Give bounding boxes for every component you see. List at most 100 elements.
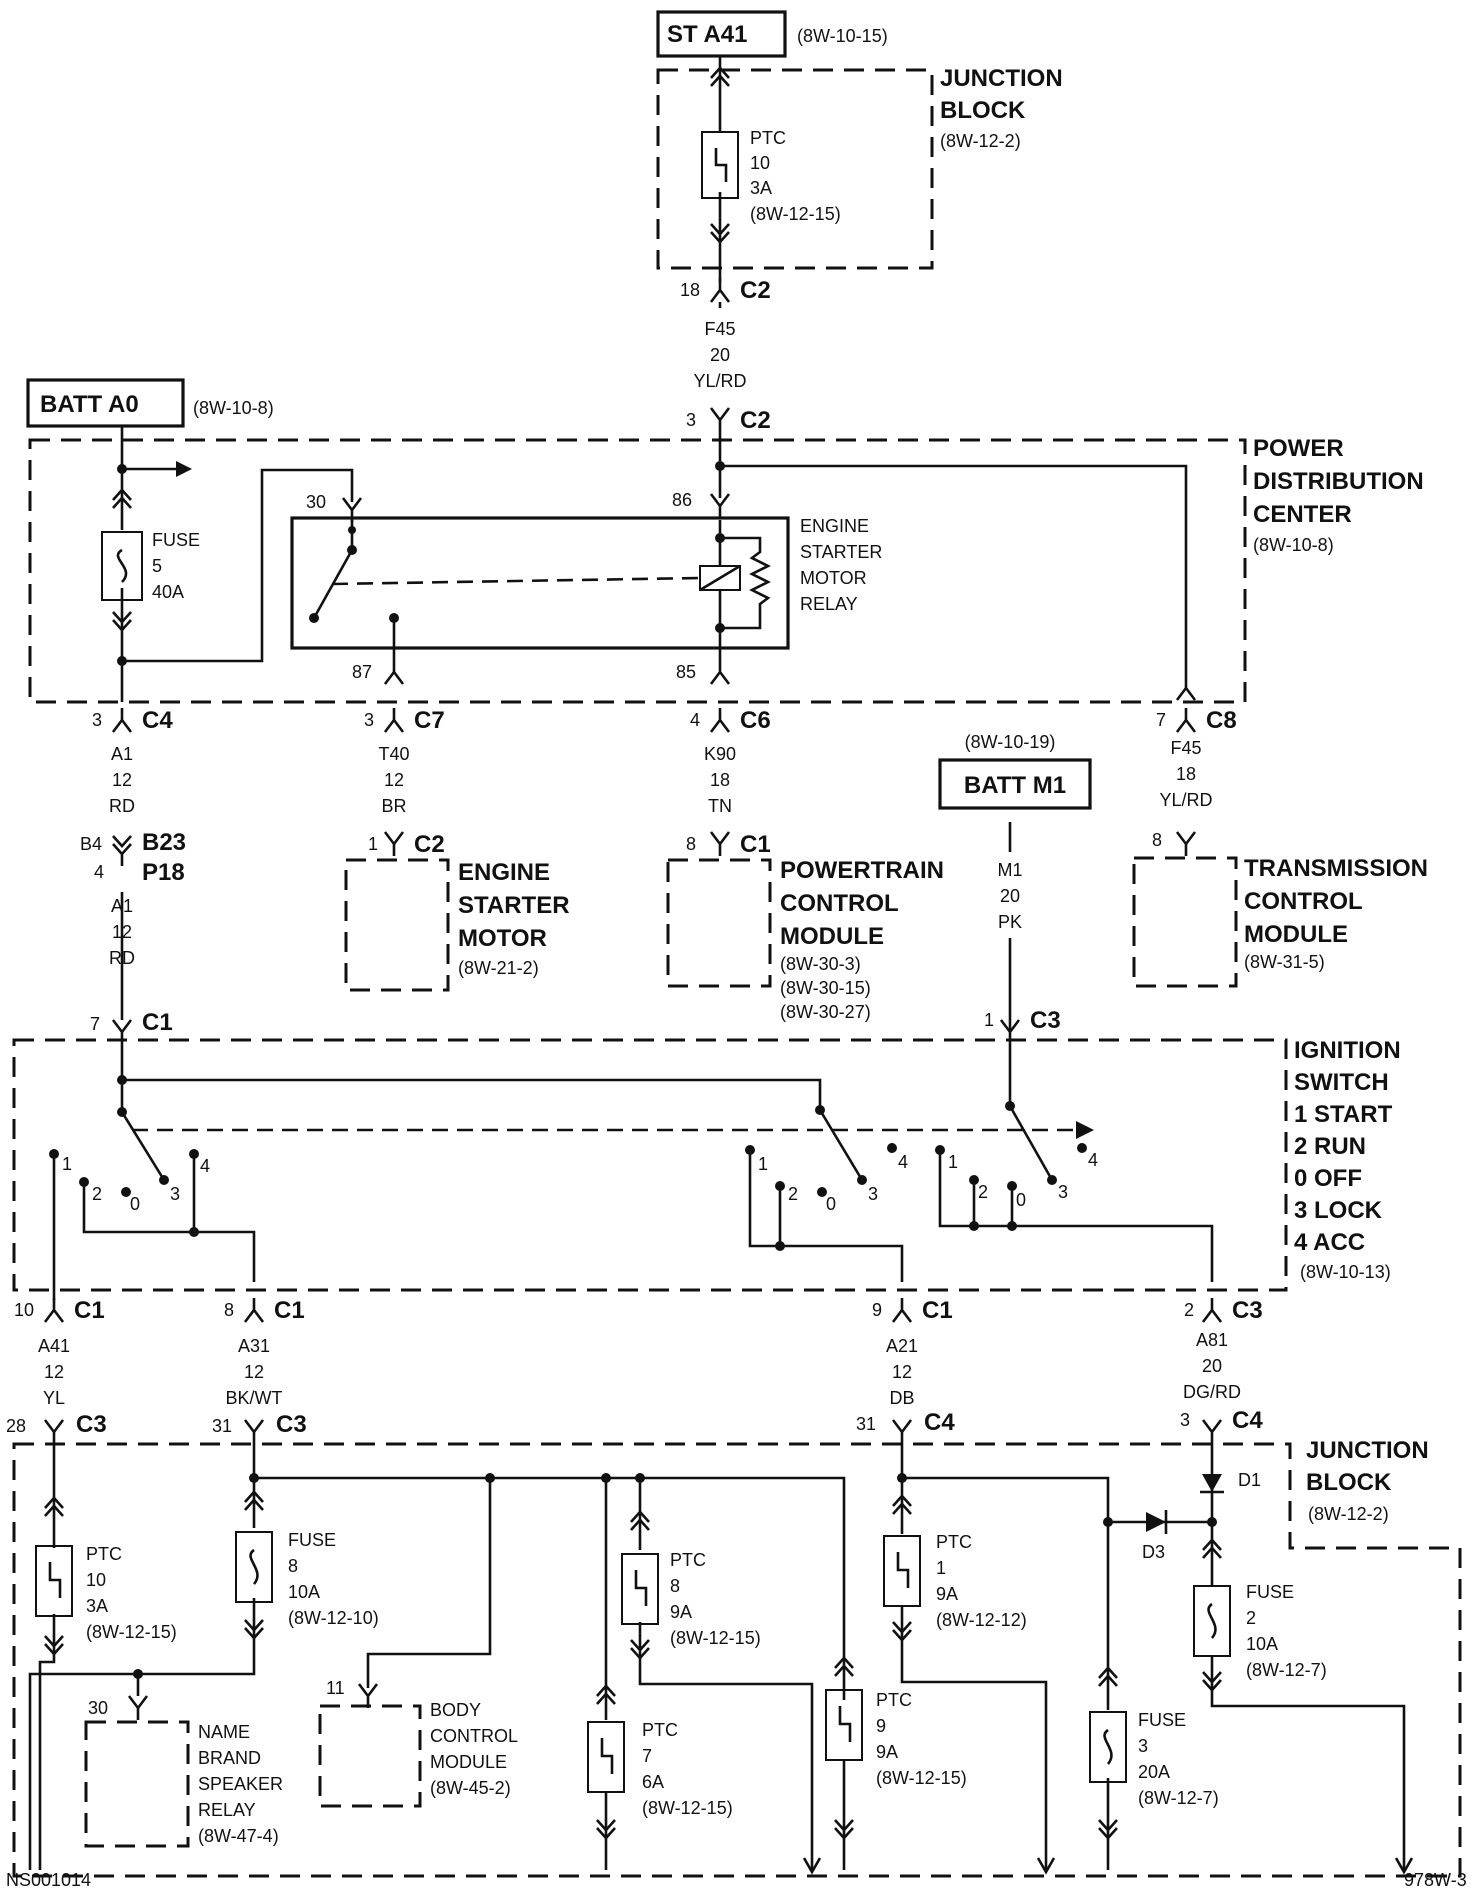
svg-text:1: 1 — [62, 1154, 72, 1174]
connector-fork-icon — [43, 1296, 65, 1324]
svg-text:(8W-10-8): (8W-10-8) — [1253, 535, 1334, 555]
svg-text:12: 12 — [384, 770, 404, 790]
svg-text:C4: C4 — [1232, 1407, 1263, 1434]
svg-text:1: 1 — [948, 1152, 958, 1172]
svg-text:C7: C7 — [414, 707, 445, 734]
svg-text:8: 8 — [686, 834, 696, 854]
diode-d3-icon — [1146, 1512, 1166, 1532]
batt-a0-box — [26, 378, 185, 428]
svg-text:(8W-12-15): (8W-12-15) — [642, 1798, 733, 1818]
svg-text:3: 3 — [364, 710, 374, 730]
svg-text:C6: C6 — [740, 707, 771, 734]
svg-text:2: 2 — [788, 1184, 798, 1204]
svg-text:85: 85 — [676, 662, 696, 682]
svg-text:8: 8 — [1152, 830, 1162, 850]
connector-fork-icon — [709, 276, 731, 304]
svg-text:(8W-30-15): (8W-30-15) — [780, 978, 871, 998]
svg-text:FUSE: FUSE — [152, 530, 200, 550]
svg-text:12: 12 — [112, 770, 132, 790]
connector-fork-icon — [243, 1418, 265, 1446]
svg-text:BRAND: BRAND — [198, 1748, 261, 1768]
svg-text:10: 10 — [86, 1570, 106, 1590]
connector-fork-icon — [383, 706, 405, 734]
connector-c3-28: 28 C3 — [6, 1411, 107, 1446]
body-control-module — [318, 1704, 422, 1808]
svg-text:RELAY: RELAY — [198, 1800, 256, 1820]
svg-text:3A: 3A — [750, 178, 772, 198]
batt-m1-source: (8W-10-19) BATT M1 — [938, 732, 1092, 810]
connector-fork-icon — [709, 658, 731, 686]
ptc-7-icon — [587, 1721, 625, 1793]
wire-m1: M1 20 PK — [997, 860, 1022, 932]
diagram-id-right: 978W-3 — [1404, 1870, 1467, 1890]
svg-text:B4: B4 — [80, 834, 102, 854]
svg-text:(8W-12-15): (8W-12-15) — [670, 1628, 761, 1648]
svg-text:STARTER: STARTER — [800, 542, 882, 562]
ignition-switch: IGNITION SWITCH 1 START 2 RUN 0 OFF 3 LO… — [12, 1037, 1401, 1300]
svg-text:(8W-12-12): (8W-12-12) — [936, 1610, 1027, 1630]
svg-text:10A: 10A — [1246, 1634, 1278, 1654]
svg-text:11: 11 — [326, 1678, 345, 1698]
wire-k90: K90 18 TN — [704, 744, 736, 816]
connector-fork-icon — [1175, 674, 1197, 702]
svg-text:PK: PK — [998, 912, 1022, 932]
arrow-down-icon — [802, 1857, 822, 1875]
svg-text:TRANSMISSION: TRANSMISSION — [1244, 855, 1428, 882]
svg-text:SPEAKER: SPEAKER — [198, 1774, 283, 1794]
svg-text:DISTRIBUTION: DISTRIBUTION — [1253, 468, 1424, 495]
svg-text:BODY: BODY — [430, 1700, 481, 1720]
svg-text:0: 0 — [826, 1194, 836, 1214]
svg-text:PTC: PTC — [86, 1544, 122, 1564]
svg-text:3 LOCK: 3 LOCK — [1294, 1197, 1383, 1224]
connector-fork-icon — [243, 1296, 265, 1324]
svg-text:MODULE: MODULE — [430, 1752, 507, 1772]
svg-text:SWITCH: SWITCH — [1294, 1069, 1389, 1096]
wire-f45-right: F45 18 YL/RD — [1159, 738, 1212, 810]
svg-text:NAME: NAME — [198, 1722, 250, 1742]
svg-text:7: 7 — [1156, 710, 1166, 730]
svg-text:B23: B23 — [142, 829, 186, 856]
svg-text:20: 20 — [1000, 886, 1020, 906]
chevron-down-icon — [111, 834, 133, 856]
connector-fork-icon — [111, 706, 133, 734]
svg-text:C1: C1 — [74, 1297, 105, 1324]
svg-text:6A: 6A — [642, 1772, 664, 1792]
connector-c1-10: 10 C1 — [14, 1296, 105, 1324]
junction-block-top: JUNCTION BLOCK (8W-12-2) PTC 10 3A (8W-1… — [656, 56, 1063, 282]
svg-text:1: 1 — [758, 1154, 768, 1174]
svg-text:TN: TN — [708, 796, 732, 816]
svg-text:(8W-12-10): (8W-12-10) — [288, 1608, 379, 1628]
junction-block-top-outline — [656, 68, 934, 270]
svg-text:CENTER: CENTER — [1253, 501, 1352, 528]
svg-text:30: 30 — [88, 1698, 108, 1718]
connector-fork-icon — [1201, 1296, 1223, 1324]
svg-text:8: 8 — [670, 1576, 680, 1596]
connector-c1-7: 7 C1 — [90, 1009, 173, 1046]
connector-c2-3: 3 C2 — [686, 406, 771, 434]
svg-text:31: 31 — [212, 1416, 232, 1436]
wire-a81: A81 20 DG/RD — [1183, 1330, 1241, 1402]
connector-fork-icon — [709, 406, 731, 434]
svg-text:(8W-45-2): (8W-45-2) — [430, 1778, 511, 1798]
svg-text:A41: A41 — [38, 1336, 70, 1356]
svg-text:(8W-21-2): (8W-21-2) — [458, 958, 539, 978]
svg-text:4: 4 — [1088, 1150, 1098, 1170]
connector-fork-icon — [709, 706, 731, 734]
svg-text:CONTROL: CONTROL — [1244, 888, 1363, 915]
svg-text:8: 8 — [224, 1300, 234, 1320]
connector-fork-icon — [891, 1296, 913, 1324]
svg-text:18: 18 — [1176, 764, 1196, 784]
svg-text:C2: C2 — [740, 277, 771, 304]
pcm-outline — [666, 858, 772, 988]
power-distribution-center: POWER DISTRIBUTION CENTER (8W-10-8) FUSE… — [28, 426, 1424, 704]
connector-c3-1: 1 C3 — [984, 1007, 1061, 1046]
svg-text:FUSE: FUSE — [288, 1530, 336, 1550]
svg-text:18: 18 — [710, 770, 730, 790]
svg-text:C3: C3 — [1232, 1297, 1263, 1324]
svg-text:MOTOR: MOTOR — [458, 925, 547, 952]
svg-text:C4: C4 — [142, 707, 173, 734]
connector-c4-3: 3 C4 — [1180, 1407, 1263, 1446]
svg-text:C3: C3 — [76, 1411, 107, 1438]
svg-text:MODULE: MODULE — [1244, 921, 1348, 948]
ignition-switch-title: IGNITION — [1294, 1037, 1401, 1064]
